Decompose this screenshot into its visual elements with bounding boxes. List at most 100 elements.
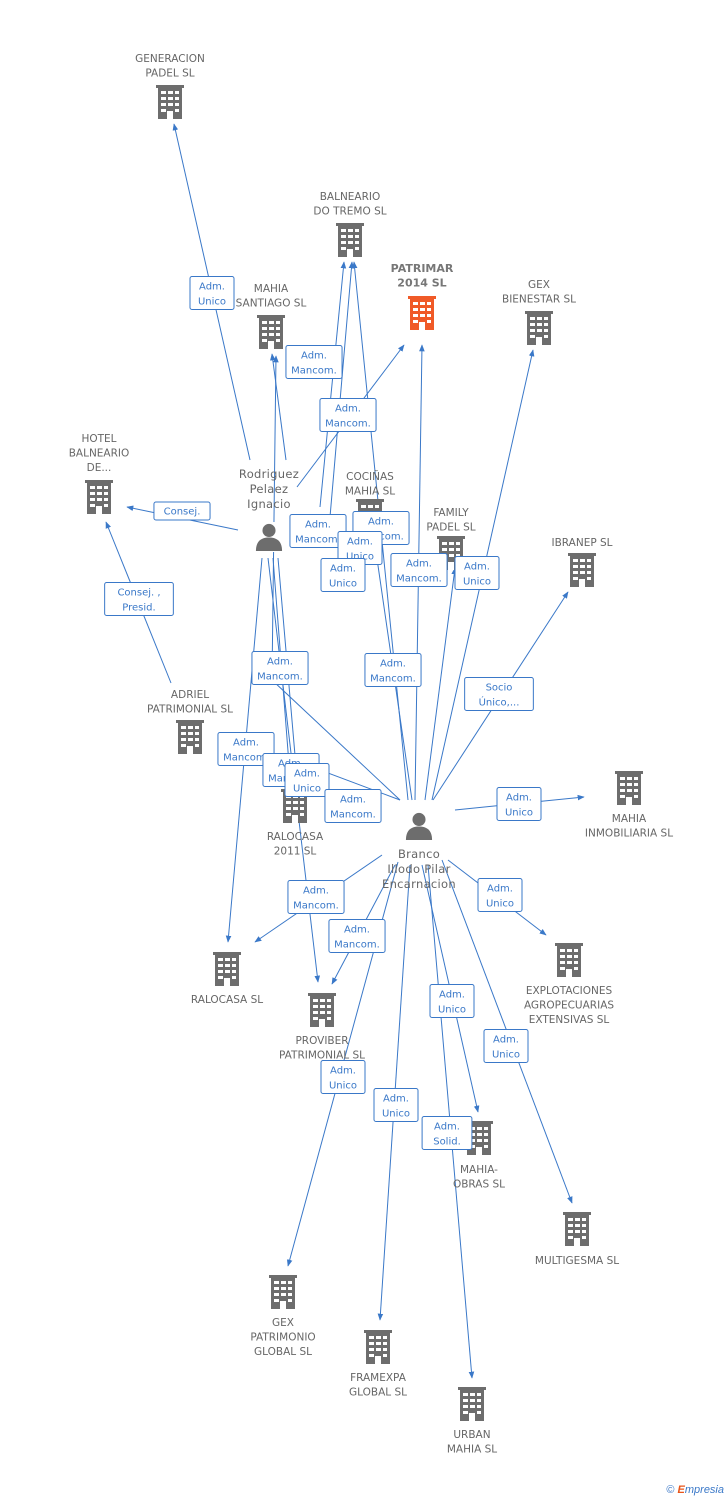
relation-label-r-mahia-santiago[interactable]: Adm.Mancom. [285, 345, 343, 379]
building-icon [269, 1275, 297, 1309]
relation-label-b-gex-bienestar[interactable]: Adm.Unico [454, 556, 500, 590]
relation-label-r-ralocasa2011-b[interactable]: Adm.Unico [284, 763, 330, 797]
relation-label-r-ralocasa-a[interactable]: Adm.Mancom. [251, 651, 309, 685]
relation-label-text: Adm.Unico [382, 1094, 410, 1120]
building-icon [85, 480, 113, 514]
relation-label-b-unico-b[interactable]: Adm.Unico [320, 558, 366, 592]
relation-label-text: Adm.Unico [492, 1035, 520, 1061]
building-icon [308, 993, 336, 1027]
relation-label-text: Consej. [164, 507, 201, 518]
company-label[interactable]: IBRANEP SL [551, 537, 612, 549]
relation-label-b-gex-patrimonio[interactable]: Adm.Unico [320, 1060, 366, 1094]
building-icon [555, 943, 583, 977]
relation-label-text: Adm.Mancom. [334, 925, 380, 951]
relation-label-text: Adm.Unico [329, 1066, 357, 1092]
relation-label-box [251, 651, 309, 685]
relation-label-r-generacion[interactable]: Adm.Unico [189, 276, 235, 310]
relation-label-b-mahia-obras[interactable]: Adm.Unico [429, 984, 475, 1018]
relation-label-r-hotel[interactable]: Consej. [153, 501, 211, 521]
brand-footer: © Empresia [666, 1484, 724, 1496]
building-icon [176, 720, 204, 754]
relation-label-b-urban[interactable]: Adm.Solid. [421, 1116, 473, 1150]
relation-label-text: Adm.Mancom. [370, 659, 416, 685]
company-label[interactable]: RALOCASA SL [191, 994, 263, 1006]
company-node-multigesma[interactable]: MULTIGESMA SL [535, 1212, 619, 1267]
building-icon [257, 315, 285, 349]
relation-label-b-mahia-inmob[interactable]: Adm.Unico [496, 787, 542, 821]
relation-label-box [421, 1116, 473, 1150]
relation-label-b-multigesma[interactable]: Adm.Unico [483, 1029, 529, 1063]
relation-label-b-balneario[interactable]: Adm.Mancom. [289, 514, 347, 548]
relation-label-b-ralocasa[interactable]: Adm.Mancom. [287, 880, 345, 914]
relation-label-r-patrimar[interactable]: Adm.Mancom. [319, 398, 377, 432]
building-icon [458, 1387, 486, 1421]
company-label[interactable]: MULTIGESMA SL [535, 1255, 619, 1267]
relation-label-box [104, 582, 174, 616]
building-icon [615, 771, 643, 805]
relation-label-b-proviber[interactable]: Adm.Mancom. [328, 919, 386, 953]
relation-label-box [454, 556, 500, 590]
relation-label-adriel-hotel[interactable]: Consej. ,Presid. [104, 582, 174, 616]
company-node-ibranep[interactable]: IBRANEP SL [551, 537, 613, 587]
relation-label-text: Adm.Mancom. [330, 795, 376, 821]
relation-label-box [324, 789, 382, 823]
relation-label-text: Adm.Unico [438, 990, 466, 1016]
relation-label-box [320, 558, 366, 592]
relation-label-b-ralocasa2011[interactable]: Adm.Mancom. [324, 789, 382, 823]
relation-label-text: Adm.Mancom. [325, 404, 371, 430]
relation-label-box [287, 880, 345, 914]
relation-label-r-adriel[interactable]: Adm.Mancom. [217, 732, 275, 766]
relation-label-text: Adm.Mancom. [293, 886, 339, 912]
relation-label-b-family[interactable]: Adm.Mancom. [390, 553, 448, 587]
connection-line [270, 353, 287, 461]
company-node-mahia-obras[interactable]: MAHIA-OBRAS SL [453, 1121, 505, 1191]
relation-label-b-cocinas-2[interactable]: Adm.Mancom. [364, 653, 422, 687]
building-icon [364, 1330, 392, 1364]
relation-label-box [319, 398, 377, 432]
company-node-ralocasa[interactable]: RALOCASA SL [191, 952, 263, 1006]
relation-label-b-framexpa[interactable]: Adm.Unico [373, 1088, 419, 1122]
company-label[interactable]: MAHIA-OBRAS SL [453, 1164, 505, 1191]
relation-label-b-unico-a[interactable]: Adm.Unico [337, 531, 383, 565]
relation-label-box [217, 732, 275, 766]
relation-label-box [285, 345, 343, 379]
relation-label-b-explotaciones[interactable]: Adm.Unico [477, 878, 523, 912]
